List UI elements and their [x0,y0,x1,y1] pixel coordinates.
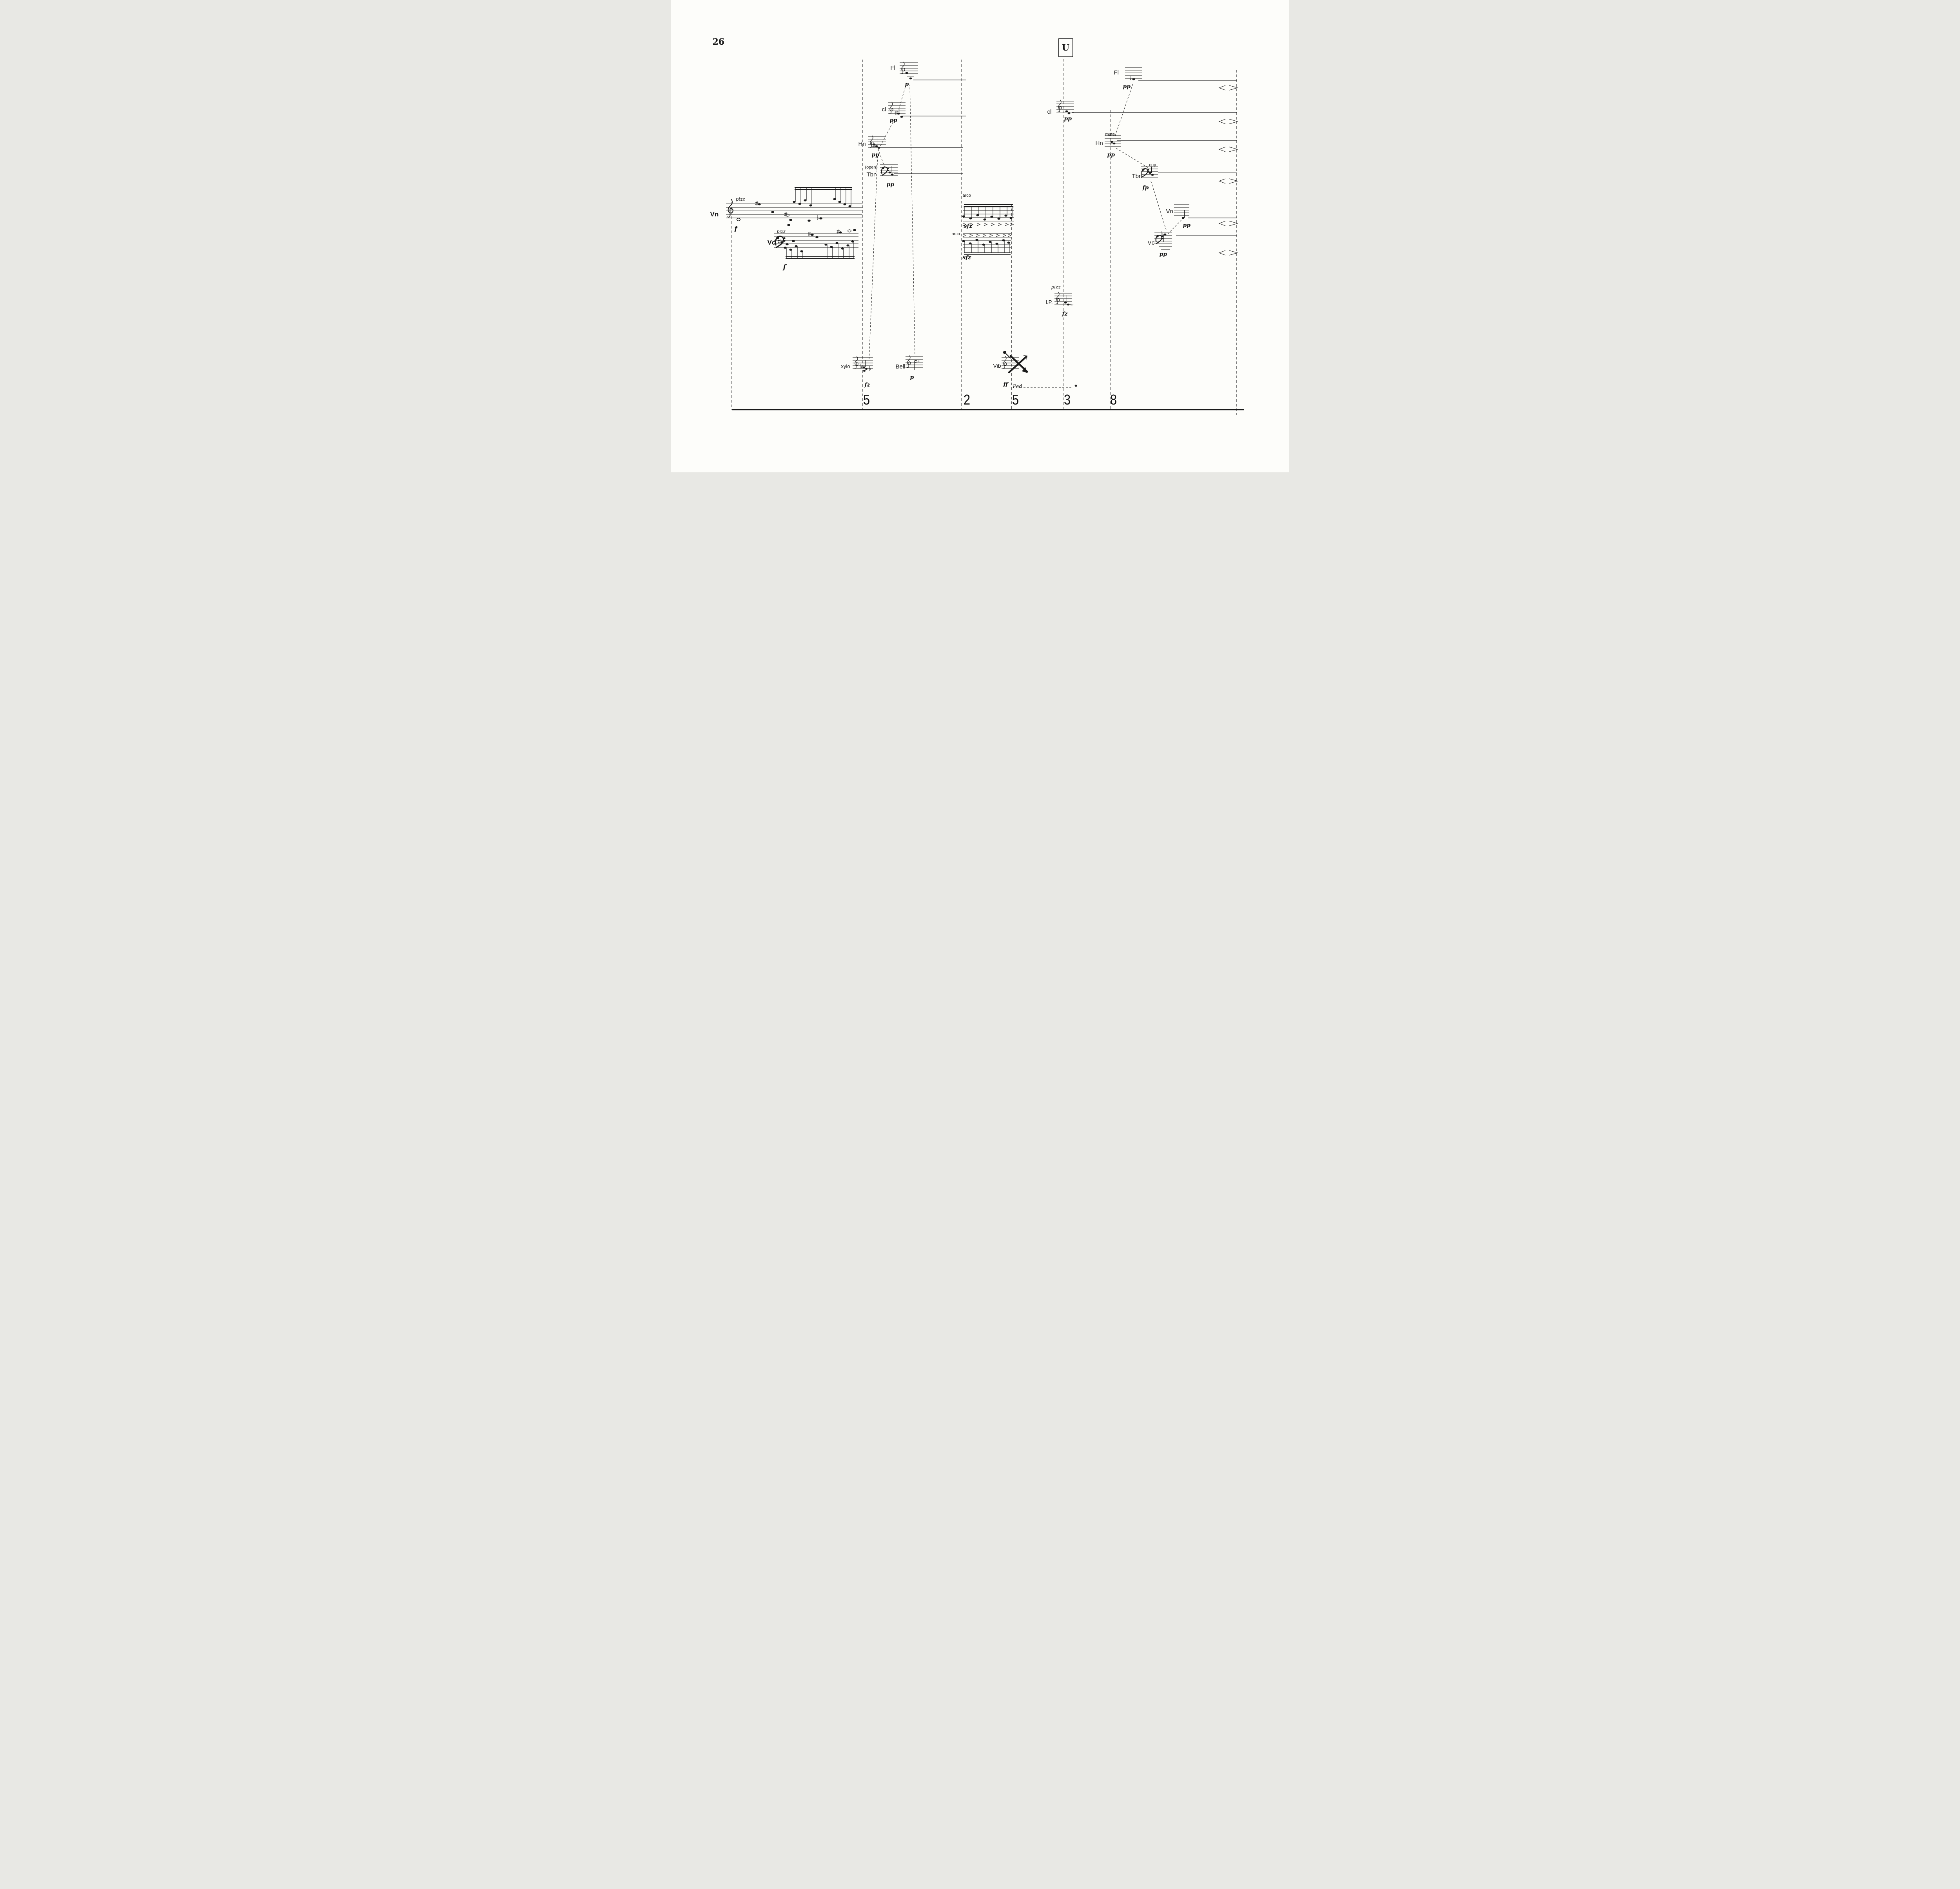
technique-vc-pizz: pizz [777,229,786,234]
bass-clef-icon [1141,168,1150,178]
technique-tbn-cup: cup [1149,163,1156,167]
technique-lp-pizz: pizz [1051,284,1061,290]
staff-hn-left [868,136,886,148]
treble-clef-icon [906,355,911,368]
rehearsal-mark: U [1062,43,1070,53]
treble-clef-icon [1057,100,1062,113]
dynamic-sfz-lower: sfz [962,254,971,261]
bass-clef-icon [881,166,889,176]
label-bell: Bell [895,363,906,370]
dynamic-cl-right: pp [1064,116,1072,122]
beamed-cluster-mid-upper [962,204,1014,226]
staff-cl-left [887,102,906,114]
label-hn-left: Hn [858,141,866,147]
staves [726,62,1189,369]
staff-vn-right [1174,204,1189,216]
treble-clef-icon [1002,356,1007,369]
staff-vn-left [726,203,862,218]
beamed-cluster-mid-lower [962,234,1011,255]
technique-arco-lower: arco [951,232,960,236]
treble-clef-icon [854,356,858,369]
dynamic-cl-left: pp [889,117,898,123]
dynamic-sfz-upper: sfz [964,223,973,229]
dynamic-vn-right: pp [1183,222,1191,229]
label-lp: I.P. [1045,299,1053,305]
staff-fl-right [1125,67,1142,79]
treble-clef-icon [869,135,874,148]
treble-clef-icon [889,102,893,114]
clefs [727,62,1164,369]
timeline-number-2: 2 [963,392,970,408]
pedal-mark: Ped [1013,384,1022,390]
noteheads-vc-left [777,229,856,245]
label-xylo: xylo [841,363,850,369]
label-vn-left: Vn [710,210,719,218]
dynamic-hn-right: pp [1107,152,1115,158]
staff-vc-left [773,233,858,248]
staff-vib [1001,357,1019,369]
bass-clef-icon [1155,234,1164,244]
dynamic-vib: ff [1003,381,1008,388]
technique-tbn-open: (open) [865,165,878,170]
treble-clef-icon [1055,292,1060,305]
staff-cl-right [1056,101,1074,113]
label-hn-right: Hn [1095,140,1103,147]
label-vib: Vib [993,363,1001,369]
treble-clef-icon [900,62,905,74]
technique-hn-mute: mute. [1105,132,1116,137]
rehearsal-mark-box: U [1058,38,1073,57]
label-cl-right: cl [1047,109,1052,115]
dynamic-xylo: fz [864,382,870,388]
score-graphics [726,59,1244,415]
dynamic-vn-left: f [734,225,737,233]
staff-lp [1054,293,1072,305]
timeline-number-1: 5 [863,392,870,408]
beamed-cluster-vn [792,187,852,207]
label-vc-right: Vc [1147,240,1155,246]
dynamic-bell: p [910,374,914,381]
label-tbn-left: Tbn [866,171,877,178]
accent-marks [962,234,1011,237]
beamed-cluster-vc [783,240,855,259]
staff-fl-left [899,62,918,74]
bass-clef-icon [775,236,786,249]
staff-xylo [852,357,873,369]
dynamic-vc-right: pp [1159,251,1167,258]
staff-tbn-right [1140,166,1158,178]
dynamic-tbn-left: pp [886,181,895,188]
pedal-release-star: * [1074,384,1077,390]
label-vn-right: Vn [1166,208,1173,215]
noteheads-vn-left [736,201,822,226]
dynamic-lp: fz [1062,311,1068,317]
label-vc-left: Vc [767,239,776,246]
connection-lines [869,83,1183,359]
staff-mid-lower [963,233,1011,248]
dynamic-vc-left: f [783,263,786,271]
label-fl-left: Fl [890,65,896,71]
technique-vn-pizz: pizz [735,196,745,202]
accent-marks [962,223,1014,226]
hairpin-icons [1218,85,1238,256]
fragment-notes [860,65,1185,374]
label-fl-right: Fl [1114,69,1119,76]
label-tbn-right: Tbn [1132,173,1142,180]
dynamic-fl-left: p [905,81,909,87]
page-number: 26 [712,37,725,47]
dynamic-hn-left: pp [871,152,880,158]
timeline-number-5: 8 [1110,392,1117,408]
dynamic-fl-right: pp [1123,83,1131,90]
score-page: 26 U Fl p cl pp Hn pp (open) Tbn pp Vn p… [671,0,1289,472]
dynamic-tbn-right: fp [1142,185,1149,191]
sustain-lines [879,80,1237,236]
staff-vc-right [1154,232,1172,250]
technique-arco-upper: arco [962,193,971,198]
timeline-number-4: 3 [1063,392,1071,408]
label-cl-left: cl [882,106,886,113]
staff-tbn-left [880,164,898,176]
dashed-barlines [731,59,1237,415]
timeline-number-3: 5 [1012,392,1019,408]
